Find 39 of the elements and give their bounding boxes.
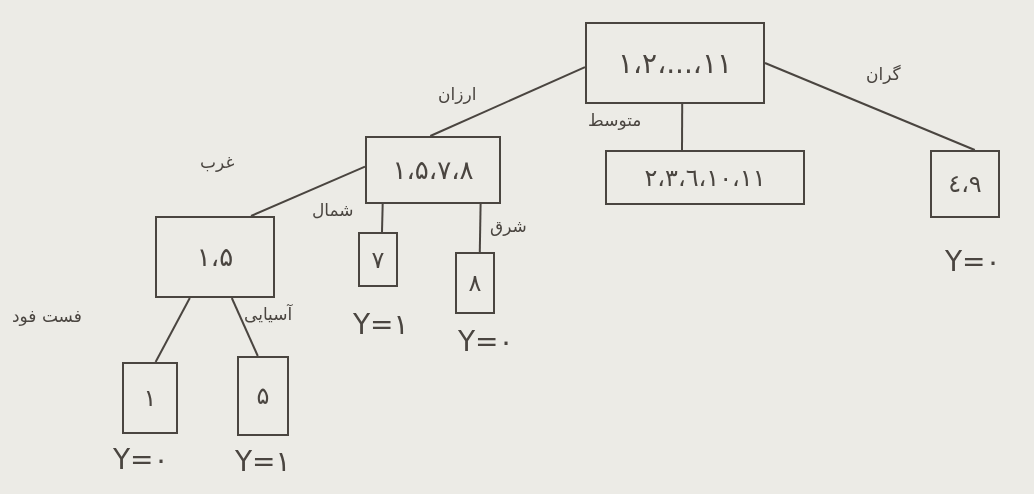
tree-node-box — [237, 356, 289, 436]
node-label: ۸ — [468, 269, 482, 297]
tree-node-box — [930, 150, 1000, 218]
edge-label: شرق — [490, 216, 527, 236]
edge-label: فست فود — [12, 306, 82, 326]
edge-label: گران — [866, 64, 901, 84]
node-label: ۱،۵ — [196, 242, 234, 272]
node-label: ۱،۲،...،۱۱ — [618, 46, 732, 80]
leaf-value: Y=۱ — [235, 445, 291, 478]
tree-node-box — [358, 232, 398, 287]
edge-label: آسیایی — [244, 304, 293, 324]
node-label: ۷ — [371, 245, 385, 274]
edge-label: غرب — [200, 152, 235, 172]
node-label: ٤،۹ — [948, 170, 982, 198]
node-label: ۱،۵،۷،۸ — [392, 155, 474, 185]
leaf-value: Y=۰ — [458, 325, 514, 358]
edge-label: متوسط — [588, 110, 642, 130]
connector-line — [429, 66, 586, 137]
leaf-value: Y=۰ — [945, 245, 1001, 278]
connector-line — [230, 297, 259, 357]
tree-node-box — [122, 362, 178, 434]
tree-node-box — [365, 136, 501, 204]
edge-label: شمال — [312, 200, 354, 220]
node-label: ۲،۳،٦،۱۰،۱۱ — [644, 163, 766, 192]
connector-line — [381, 203, 384, 233]
node-label: ۱ — [143, 384, 157, 412]
connector-line — [154, 297, 191, 363]
node-label: ۵ — [256, 382, 270, 410]
connector-line — [681, 103, 684, 151]
connector-line — [764, 62, 976, 151]
leaf-value: Y=۱ — [353, 308, 409, 341]
connector-line — [478, 203, 482, 253]
tree-node-box — [455, 252, 495, 314]
tree-node-box — [585, 22, 765, 104]
connector-line — [250, 165, 366, 217]
tree-node-box — [605, 150, 805, 205]
tree-node-box — [155, 216, 275, 298]
edge-label: ارزان — [438, 84, 477, 104]
leaf-value: Y=۰ — [113, 443, 169, 476]
